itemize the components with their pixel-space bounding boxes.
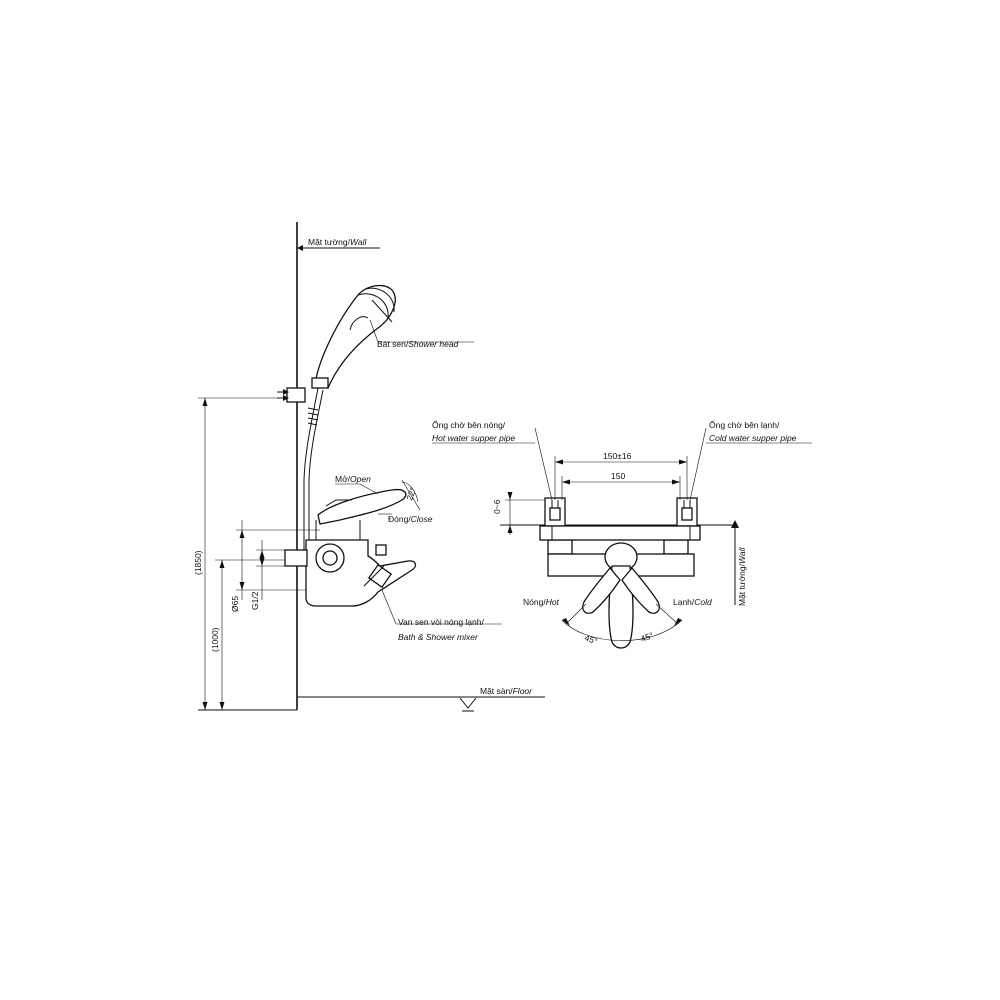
- cold-pipe-label-en: Cold water supper pipe: [709, 433, 797, 443]
- rotation-arc: [561, 619, 683, 641]
- total-height-dim: (1850): [193, 550, 203, 575]
- height-dimensions: [198, 397, 320, 710]
- cold-label: Lạnh/Cold: [673, 597, 712, 607]
- spacing-dimensions: [505, 456, 688, 535]
- thread-dim: G1/2: [250, 591, 260, 610]
- open-label: Mở/Open: [335, 474, 371, 484]
- diameter-dim: Ø65: [230, 596, 240, 612]
- hose-spring: [307, 407, 319, 426]
- plan-view: Ống chờ bên nóng/ Hot water supper pipe …: [432, 419, 812, 649]
- shower-head-label: Bát sen/Shower head: [377, 339, 459, 349]
- pipe-spacing-tol-dim: 150±16: [603, 451, 632, 461]
- handle-angle-label: 22°: [404, 486, 418, 502]
- wall-arrow-icon: [297, 245, 303, 251]
- shower-holder: [277, 387, 306, 403]
- mixer-label-vn: Van sen vòi nóng lạnh/: [398, 617, 484, 627]
- shower-head: [311, 284, 396, 389]
- pipe-spacing-dim: 150: [611, 471, 625, 481]
- offset-dim: 0~6: [492, 499, 502, 514]
- angle-right-dim: 45°: [639, 630, 655, 644]
- mixer-height-dim: (1000): [210, 627, 220, 652]
- mixer-label-en: Bath & Shower mixer: [398, 632, 479, 642]
- cold-pipe-label-vn: Ống chờ bên lạnh/: [709, 419, 780, 430]
- mixer-body-plan: [539, 525, 701, 649]
- side-elevation-view: Mặt tường/Wall Bát sen/Shower head Mở/Op…: [193, 222, 545, 712]
- hot-label: Nóng/Hot: [523, 597, 560, 607]
- hot-pipe-label-en: Hot water supper pipe: [432, 433, 515, 443]
- hot-pipe-label-vn: Ống chờ bên nóng/: [432, 419, 506, 430]
- cold-pipe-connector: [663, 497, 698, 555]
- mixer-side-view: [284, 488, 417, 607]
- wall-arrow-right-icon: [731, 520, 739, 528]
- close-label: Đóng/Close: [388, 514, 433, 524]
- wall-label-left: Mặt tường/Wall: [308, 237, 367, 247]
- floor-label: Mặt sàn/Floor: [480, 686, 533, 696]
- floor-marker-icon: [459, 697, 477, 709]
- wall-label-right: Mặt tường/Wall: [737, 547, 747, 606]
- shower-hose: [303, 387, 319, 560]
- angle-left-dim: 45°: [583, 632, 599, 646]
